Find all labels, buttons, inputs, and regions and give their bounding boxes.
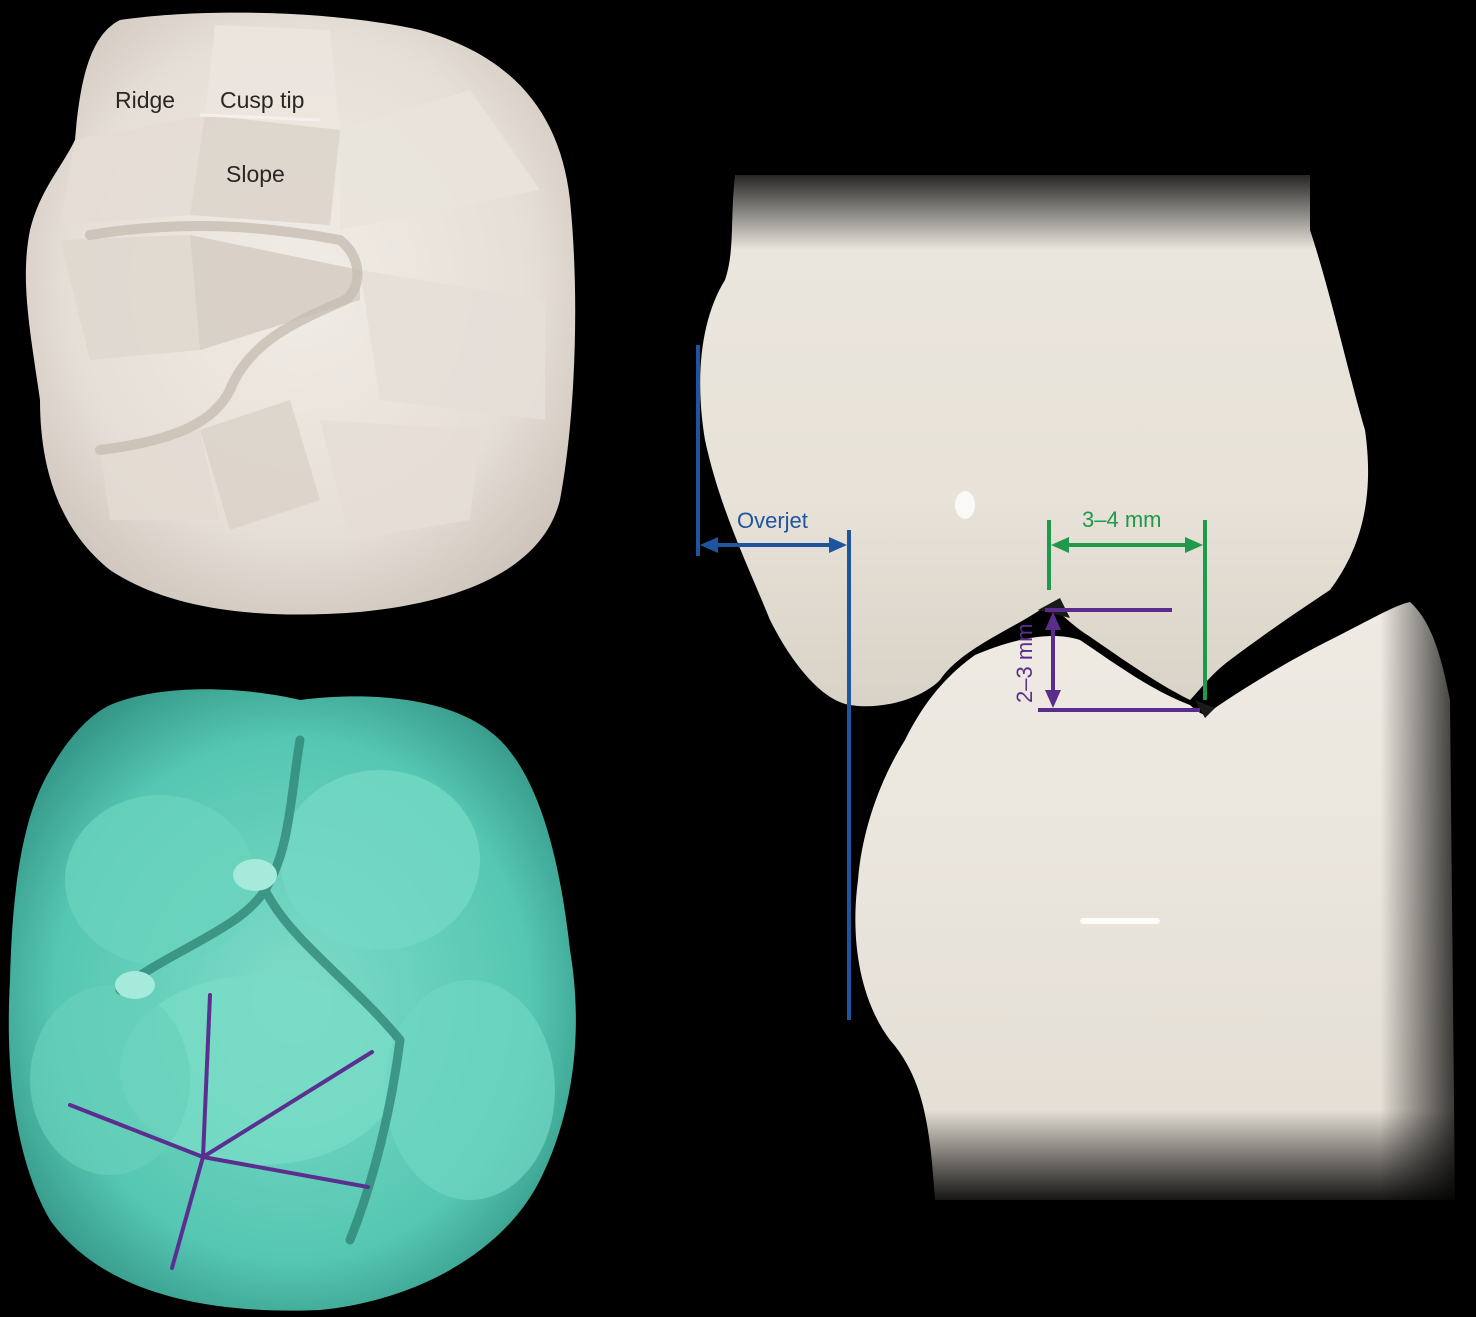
occlusion-side-view bbox=[700, 160, 1476, 1210]
facet bbox=[205, 25, 340, 130]
cusp bbox=[385, 980, 555, 1200]
cusp bbox=[280, 770, 480, 950]
upper-fade bbox=[700, 160, 1360, 250]
label-overjet: Overjet bbox=[737, 508, 808, 533]
wax-highlight bbox=[233, 859, 277, 891]
arrowhead-left bbox=[700, 537, 718, 553]
wax-highlight bbox=[115, 971, 155, 999]
cusp bbox=[30, 985, 190, 1175]
highlight bbox=[955, 491, 975, 519]
label-depth: 2–3 mm bbox=[1012, 624, 1037, 703]
right-fade bbox=[1380, 580, 1476, 1200]
highlight bbox=[1080, 918, 1160, 924]
label-width: 3–4 mm bbox=[1082, 507, 1161, 532]
label-ridge: Ridge bbox=[115, 87, 175, 113]
cusp bbox=[65, 795, 255, 965]
label-cusp-tip: Cusp tip bbox=[220, 87, 304, 113]
wax-molar-illustration bbox=[9, 689, 576, 1310]
label-slope: Slope bbox=[226, 161, 285, 187]
